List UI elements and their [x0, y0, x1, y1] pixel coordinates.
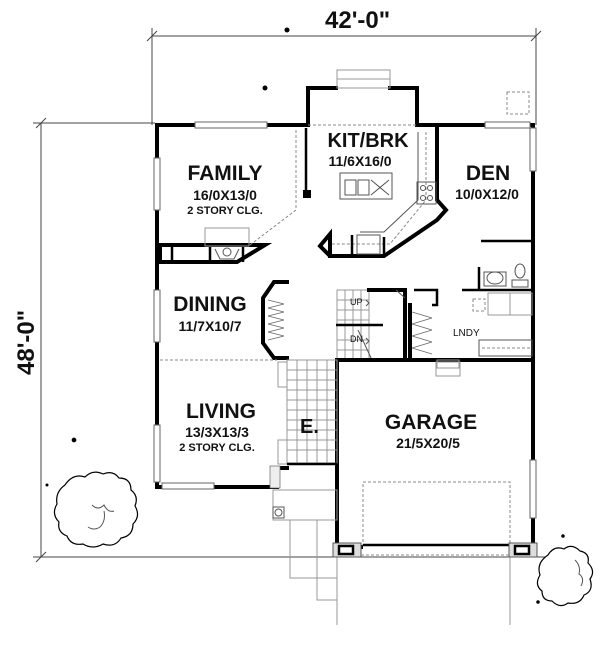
- room-kitchen: KIT/BRK 11/6X16/0: [327, 130, 409, 169]
- room-dimensions: 11/7X10/7: [178, 318, 241, 334]
- overall-depth-label: 48'-0": [13, 310, 40, 375]
- stair-down-label: DN: [350, 334, 363, 344]
- room-living: LIVING 13/3X13/3 2 STORY CLG.: [179, 400, 256, 454]
- window-family-side: [153, 157, 161, 211]
- window-family-top: [194, 121, 268, 129]
- room-name: KIT/BRK: [327, 130, 409, 152]
- room-name: DEN: [466, 162, 510, 185]
- room-note: 2 STORY CLG.: [179, 442, 255, 454]
- room-dimensions: 13/3X13/3: [185, 424, 249, 440]
- shrub-top-2: [238, 61, 292, 115]
- room-dimensions: 21/5X20/5: [396, 435, 460, 451]
- overall-width-label: 42'-0": [325, 7, 390, 34]
- interior-walls: [155, 123, 535, 489]
- room-dimensions: 11/6X16/0: [328, 153, 391, 169]
- room-entry-label: E.: [300, 416, 319, 438]
- porch-walkway: [272, 489, 511, 625]
- kitchen-island: [339, 172, 393, 200]
- garage-door-header: [362, 481, 511, 546]
- window-den-side: [529, 127, 537, 172]
- shrub-top-1: [260, 3, 314, 57]
- room-family: FAMILY 16/0X13/0 2 STORY CLG.: [187, 162, 263, 217]
- room-dimensions: 16/0X13/0: [193, 187, 257, 203]
- room-laundry-label: LNDY: [453, 328, 480, 339]
- ac-pad: [506, 91, 530, 115]
- stair-up-label: UP: [350, 297, 363, 307]
- room-name: DINING: [173, 293, 247, 316]
- stair-down-arrow-icon: [365, 337, 370, 345]
- room-garage: GARAGE 21/5X20/5: [385, 411, 477, 451]
- tree-canopy-left: [53, 471, 139, 548]
- room-dining: DINING 11/7X10/7: [173, 293, 247, 334]
- room-dimensions: 10/0X12/0: [455, 186, 519, 202]
- room-den: DEN 10/0X12/0: [455, 162, 519, 202]
- tree-canopy-right: [536, 545, 594, 607]
- shrub-left-1: [48, 414, 100, 466]
- window-living: [153, 424, 161, 483]
- room-note: 2 STORY CLG.: [187, 205, 263, 217]
- entry-tile: [286, 359, 338, 464]
- room-name: GARAGE: [385, 411, 477, 434]
- window-den-top: [484, 121, 531, 129]
- window-living-bottom: [161, 482, 215, 490]
- window-garage: [529, 459, 537, 519]
- window-dining: [153, 289, 161, 343]
- room-name: LIVING: [186, 400, 256, 423]
- dimension-width: [146, 28, 542, 125]
- room-name: FAMILY: [187, 162, 262, 185]
- stair-up-arrow-icon: [365, 299, 370, 307]
- dimension-depth: [33, 117, 580, 563]
